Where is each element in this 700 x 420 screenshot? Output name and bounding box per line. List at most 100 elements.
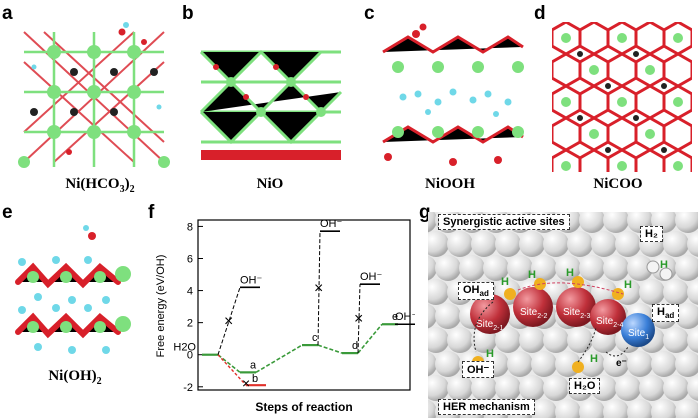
surface-atom (651, 351, 677, 377)
surface-atom (639, 375, 665, 401)
surface-atom (603, 255, 629, 281)
oh-label-1: OH⁻ (320, 218, 343, 230)
surface-atom (567, 327, 593, 353)
site-2-1-sphere (470, 294, 510, 334)
h-transfer-arrow (517, 282, 624, 295)
surface-atom (519, 231, 545, 257)
surface-atom (579, 255, 605, 281)
surface-atom (543, 375, 569, 401)
surface-atom (495, 375, 521, 401)
oh-minus-label: OH⁻ (462, 361, 495, 378)
surface-atom (428, 327, 449, 353)
surface-atom (675, 399, 698, 418)
site-2-4-label: Site2-4 (596, 316, 623, 329)
surface-atom (579, 351, 605, 377)
oh-label-0: OH⁻ (240, 274, 263, 286)
connector-a-c (255, 344, 303, 374)
step-label-a: a (250, 359, 257, 371)
oh-ad-label: OHad (458, 282, 494, 301)
h-label-1: H (501, 276, 509, 288)
x-axis-label: Steps of reaction (255, 400, 352, 414)
cross-marker-1: × (314, 280, 323, 297)
surface-atom (663, 279, 689, 305)
surface-atom (663, 327, 689, 353)
surface-atom (627, 399, 653, 418)
surface-atom (543, 231, 569, 257)
step-label-b: b (252, 373, 258, 385)
surface-atom (639, 279, 665, 305)
site-2-3-sphere (556, 287, 596, 327)
surface-atom (603, 399, 629, 418)
y-tick-label: 0 (187, 350, 193, 362)
h-ad-label: Had (652, 304, 680, 323)
surface-atom (428, 351, 437, 377)
surface-atom (675, 351, 698, 377)
surface-atom (603, 351, 629, 377)
surface-atom (687, 279, 698, 305)
panel-letter-e: e (2, 202, 13, 223)
oh-label-2: OH⁻ (360, 271, 383, 283)
surface-atom (663, 231, 689, 257)
surface-atom (428, 255, 437, 281)
surface-atom (627, 255, 653, 281)
her-mechanism-label: HER mechanism (438, 399, 535, 415)
h-label-5: H (590, 353, 598, 365)
surface-atom (483, 255, 509, 281)
structure-nio (199, 49, 343, 160)
surface-atom (627, 351, 653, 377)
caption-a: Ni(HCO3)2 (65, 176, 135, 195)
surface-atom (471, 231, 497, 257)
surface-atom (435, 351, 461, 377)
surface-atom (615, 231, 641, 257)
surface-atom (435, 303, 461, 329)
step-label-e: e (392, 311, 398, 323)
surface-atom (615, 375, 641, 401)
synergistic-sites-title: Synergistic active sites (438, 214, 570, 230)
surface-atom (447, 327, 473, 353)
panel-letter-g: g (419, 202, 431, 223)
structure-ni-hco3-2 (18, 22, 170, 168)
surface-atom (447, 231, 473, 257)
panel-letter-b: b (182, 3, 194, 24)
surface-atom (428, 399, 437, 418)
h2o-arrow (577, 326, 597, 363)
connector-H2O-a (217, 354, 241, 373)
surface-atom (603, 212, 629, 233)
caption-c: NiOOH (424, 176, 475, 192)
site-2-2-label: Site2-2 (520, 307, 547, 320)
oh-label-3: OH⁻ (395, 311, 415, 323)
cross-marker-b: × (242, 375, 250, 391)
h-label-3: H (566, 267, 574, 279)
y-axis-label: Free energy (eV/OH) (155, 255, 167, 358)
plot-frame (197, 219, 411, 391)
panel-letter-a: a (2, 3, 13, 24)
surface-atom (651, 399, 677, 418)
h2o-label: H₂O (569, 378, 601, 394)
panel-letter-c: c (364, 3, 375, 24)
oh-connector-1 (317, 231, 321, 346)
h-label-6: H (486, 348, 494, 360)
site-2-3-label: Site2-3 (563, 307, 590, 320)
surface-atom (428, 279, 449, 305)
surface-atom (507, 351, 533, 377)
surface-atom (675, 255, 698, 281)
y-tick-label: 2 (187, 318, 193, 330)
step-label-H2O: H2O (173, 342, 196, 354)
surface-atom (543, 327, 569, 353)
surface-atom (447, 375, 473, 401)
caption-d: NiCOO (593, 176, 643, 192)
caption-b: NiO (256, 176, 284, 192)
h-label-4: H (624, 279, 632, 291)
surface-atom (591, 231, 617, 257)
step-label-d: d (352, 340, 358, 352)
site-2-1-label: Site2-1 (476, 319, 503, 332)
electron-arrow (605, 346, 629, 357)
surface-atom (435, 255, 461, 281)
y-tick-label: 6 (187, 253, 193, 265)
surface-atom (495, 231, 521, 257)
surface-atom (687, 327, 698, 353)
h2-molecule (646, 260, 673, 281)
